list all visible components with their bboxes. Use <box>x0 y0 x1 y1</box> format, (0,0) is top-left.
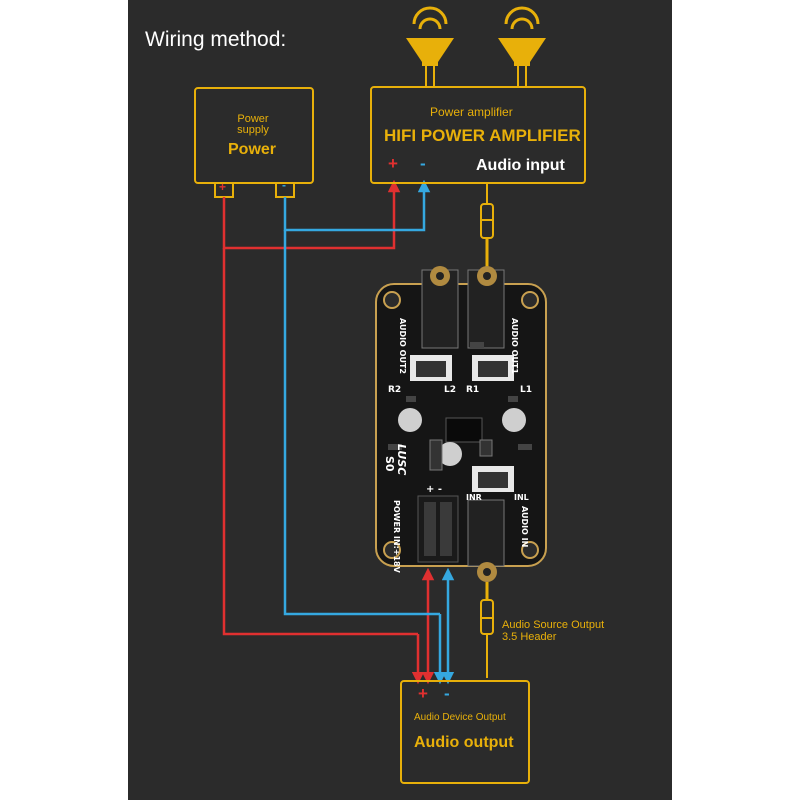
audio-output-small-label: Audio Device Output <box>414 712 506 723</box>
amplifier-box: Power amplifier HIFI POWER AMPLIFIER + -… <box>370 86 586 184</box>
speaker-icon-right <box>498 6 546 86</box>
audio-jack-top <box>480 184 494 270</box>
board-brand-label: LUSC <box>395 444 408 475</box>
audio-output-label: Audio output <box>414 734 514 751</box>
amplifier-minus-sign: - <box>420 154 426 173</box>
amplifier-plus-sign: + <box>388 154 398 173</box>
board-l1-label: L1 <box>520 385 532 395</box>
board-power-in-label: POWER IN:+18V <box>392 500 401 574</box>
board-audio-in-label: AUDIO IN <box>520 506 529 547</box>
audio-source-note: Audio Source Output 3.5 Header <box>502 619 605 643</box>
board-pm-label: + - <box>426 484 442 495</box>
power-supply-small-label: Power supply <box>237 113 269 136</box>
board-r2-label: R2 <box>388 385 401 395</box>
amplifier-label: HIFI POWER AMPLIFIER <box>384 126 581 145</box>
board-audio-out2-label: AUDIO OUT2 <box>398 318 407 374</box>
power-supply-box: Power supply Power <box>194 87 314 184</box>
power-plus-sign: + <box>219 180 227 194</box>
speaker-icon-left <box>406 6 454 86</box>
amplifier-small-label: Power amplifier <box>430 105 513 119</box>
diagram-title: Wiring method: <box>145 28 287 51</box>
power-label: Power <box>228 141 277 158</box>
board-r1-label: R1 <box>466 385 479 395</box>
audio-splitter-board: AUDIO OUT2 AUDIO OUT1 R2 L2 R1 L1 LUSC S… <box>375 266 547 582</box>
amplifier-input-label: Audio input <box>476 157 565 174</box>
board-inl-label: INL <box>514 493 529 502</box>
power-minus-sign: - <box>282 178 286 192</box>
board-l2-label: L2 <box>444 385 456 395</box>
board-inr-label: INR <box>466 493 482 502</box>
board-audio-out1-label: AUDIO OUT1 <box>510 318 519 374</box>
audio-jack-bottom <box>480 582 494 678</box>
audio-output-plus-sign: + <box>418 684 428 703</box>
negative-wires <box>283 179 455 685</box>
audio-output-minus-sign: - <box>444 684 450 703</box>
audio-output-box: + - Audio Device Output Audio output <box>400 680 530 784</box>
board-s0-label: S0 <box>383 456 396 472</box>
positive-wires <box>222 179 435 685</box>
